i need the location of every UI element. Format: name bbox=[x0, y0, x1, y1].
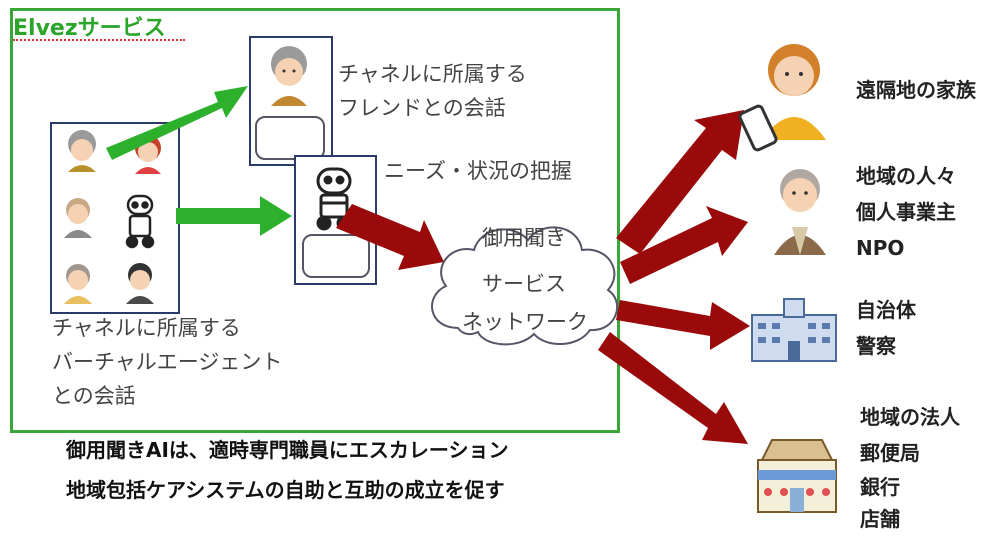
red-arrow-to-gov bbox=[616, 300, 750, 350]
red-arrow-to-local bbox=[620, 206, 748, 284]
friend-label-1: チャネルに所属する bbox=[338, 62, 527, 86]
grandmother-icon bbox=[68, 130, 96, 172]
young-man-icon bbox=[126, 263, 154, 304]
robot-icon bbox=[316, 167, 352, 231]
agent-speech-bubble bbox=[302, 234, 370, 278]
woman-phone-icon bbox=[738, 44, 826, 152]
caption-line-1: 御用聞きAIは、適時専門職員にエスカレーション bbox=[66, 438, 509, 462]
corp-label-1: 地域の法人 bbox=[860, 405, 960, 429]
green-arrow-to-friend bbox=[106, 86, 248, 160]
local-label-2: 個人事業主 bbox=[856, 200, 956, 224]
cloud-label-2: サービス bbox=[482, 272, 566, 296]
grandmother-icon bbox=[271, 46, 307, 106]
user-group-icons bbox=[64, 130, 161, 304]
cloud-label-3: ネットワーク bbox=[462, 310, 588, 334]
shop-icon bbox=[757, 439, 837, 513]
man-icon bbox=[64, 198, 92, 238]
red-arrow-to-family bbox=[616, 110, 744, 254]
elvez-service-frame bbox=[10, 8, 620, 433]
spellcheck-underline bbox=[13, 39, 185, 41]
agent-label-1: チャネルに所属する bbox=[52, 316, 241, 340]
needs-label: ニーズ・状況の把握 bbox=[384, 159, 572, 183]
friend-label-2: フレンドとの会話 bbox=[338, 96, 506, 120]
elderly-man-icon bbox=[774, 169, 826, 255]
city-hall-icon bbox=[751, 298, 837, 362]
agent-content bbox=[316, 167, 352, 231]
red-arrow-to-cloud bbox=[336, 204, 444, 270]
elvez-title: Elvezサービス bbox=[13, 16, 166, 41]
gov-label-1: 自治体 bbox=[856, 298, 916, 322]
corp-label-2: 郵便局 bbox=[860, 441, 920, 465]
agent-label-2: バーチャルエージェント bbox=[52, 350, 283, 374]
agent-label-3: との会話 bbox=[52, 384, 136, 408]
family-label: 遠隔地の家族 bbox=[856, 78, 976, 102]
green-arrow-to-agent bbox=[176, 196, 292, 236]
cloud-icon bbox=[431, 226, 619, 346]
corp-label-3: 銀行 bbox=[860, 475, 900, 499]
gov-label-2: 警察 bbox=[856, 334, 896, 358]
caption-line-2: 地域包括ケアシステムの自助と互助の成立を促す bbox=[66, 478, 505, 502]
corp-label-4: 店舗 bbox=[860, 507, 900, 531]
red-arrow-to-corp bbox=[598, 332, 748, 444]
local-label-1: 地域の人々 bbox=[856, 164, 956, 188]
friend-content bbox=[271, 46, 307, 106]
local-label-3: NPO bbox=[856, 236, 905, 260]
cloud-label-1: 御用聞き bbox=[482, 226, 566, 250]
robot-icon bbox=[125, 194, 155, 249]
elderly-man-icon bbox=[64, 264, 92, 304]
friend-speech-bubble bbox=[255, 116, 325, 160]
